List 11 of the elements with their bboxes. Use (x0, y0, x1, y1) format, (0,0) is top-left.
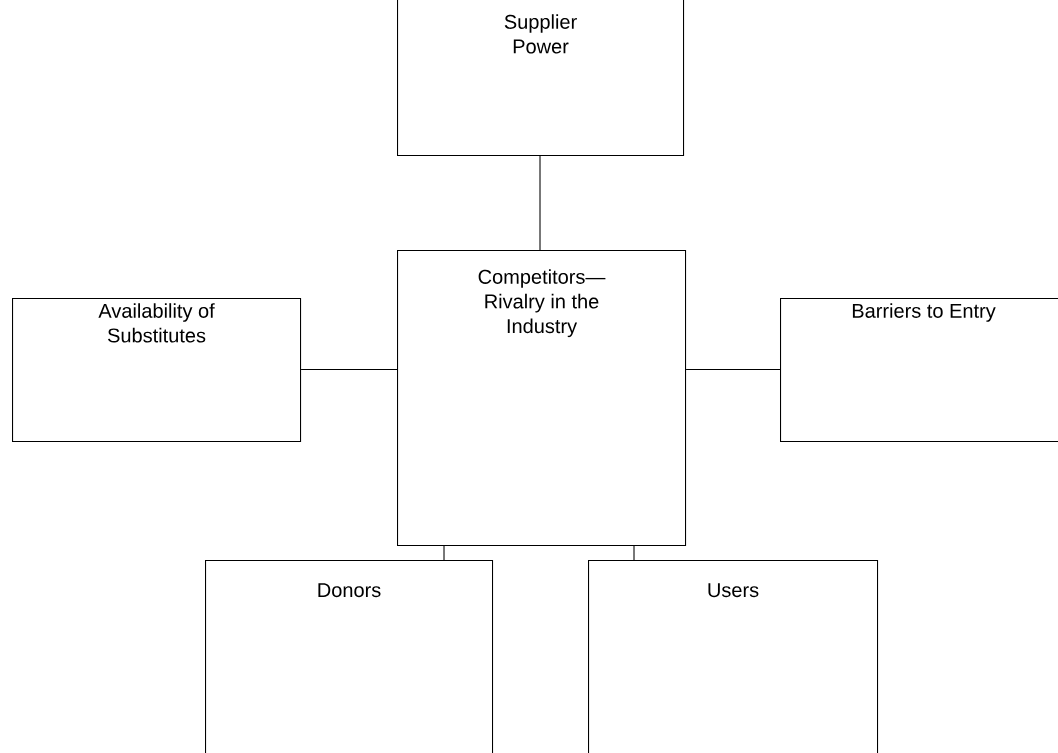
connector-line (633, 545, 635, 561)
box: Availability of Substitutes (12, 298, 302, 443)
box: Users (588, 560, 879, 753)
box: Donors (205, 560, 494, 753)
connector-line (539, 155, 541, 251)
box: Competitors— Rivalry in the Industry (397, 250, 687, 547)
box: Supplier Power (397, 0, 685, 157)
box: Barriers to Entry (780, 298, 1058, 443)
connector-line (685, 368, 781, 371)
connector-line (443, 545, 445, 561)
connector-line (300, 368, 398, 371)
